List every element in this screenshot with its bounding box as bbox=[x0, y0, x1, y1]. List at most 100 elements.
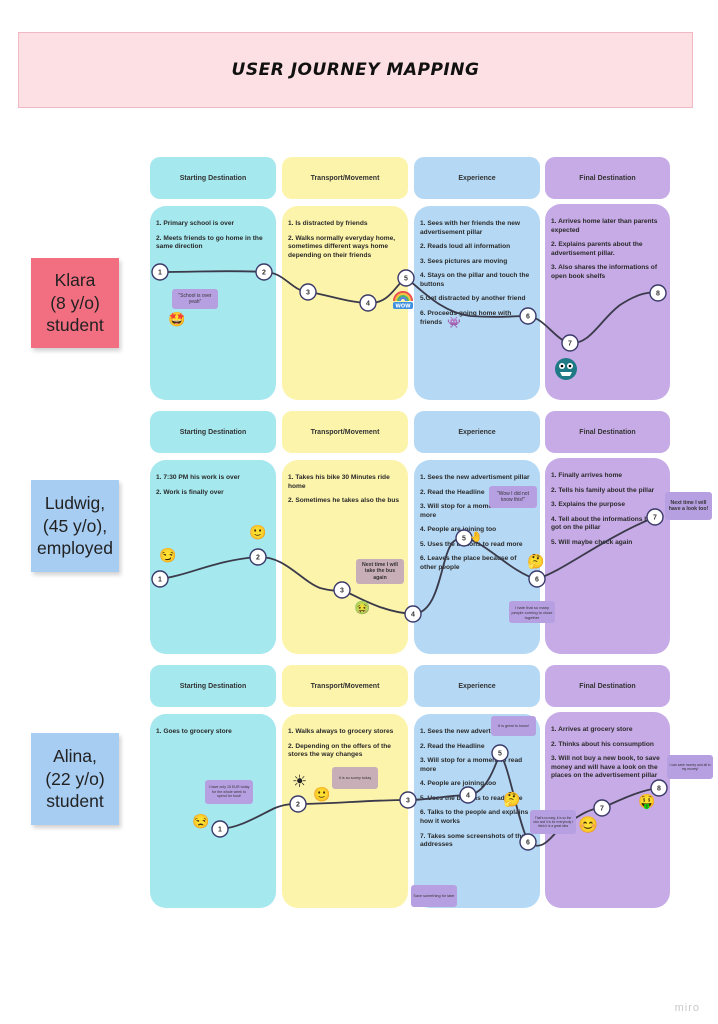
svg-text:5: 5 bbox=[462, 536, 466, 543]
journey-step-node: 5 bbox=[397, 269, 415, 287]
alina-start-panel: 1. Goes to grocery store bbox=[150, 714, 276, 908]
svg-text:6: 6 bbox=[526, 314, 530, 321]
hand-emoji-icon: 🤚 bbox=[470, 532, 483, 543]
smile-emoji-icon: 🙂 bbox=[313, 786, 331, 802]
speech-bubble: Save something for later bbox=[411, 885, 457, 907]
svg-text:5: 5 bbox=[404, 276, 408, 283]
step-text: 2. Read the Headline bbox=[420, 488, 485, 496]
journey-step-node: 5 bbox=[455, 529, 473, 547]
journey-step-node: 5 bbox=[491, 744, 509, 762]
sun-icon: ☀ bbox=[292, 772, 308, 791]
step-text: 2. Explains parents about the advertisem… bbox=[551, 241, 643, 257]
journey-step-node: 3 bbox=[299, 283, 317, 301]
alina-experience-panel: 1. Sees the new advertisement pillar 2. … bbox=[414, 714, 540, 908]
speech-bubble: Next time I will take the bus again bbox=[356, 559, 404, 584]
column-header-transport: Transport/Movement bbox=[282, 411, 408, 453]
journey-step-node: 2 bbox=[289, 795, 307, 813]
alina-transport-panel: 1. Walks always to grocery stores 2. Dep… bbox=[282, 714, 408, 908]
speech-bubble: "Wow I did not know this!" bbox=[489, 486, 537, 508]
speech-bubble: I can save money and all in my money! bbox=[667, 755, 713, 779]
ludwig-transport-panel: 1. Takes his bike 30 Minutes ride home 2… bbox=[282, 460, 408, 654]
step-text: 1. Walks always to grocery stores bbox=[288, 728, 394, 735]
thinking-emoji-icon: 🤔 bbox=[503, 791, 521, 807]
column-header-final: Final Destination bbox=[545, 157, 670, 199]
step-text: 5. Uses the buttons to read more bbox=[420, 540, 523, 548]
step-text: 5.Get distracted by another friend bbox=[420, 295, 526, 303]
step-text: 6. Talks to the people and explains how … bbox=[420, 809, 529, 825]
ludwig-journey-line bbox=[159, 516, 656, 615]
svg-text:7: 7 bbox=[653, 515, 657, 522]
svg-text:1: 1 bbox=[158, 577, 162, 584]
column-header-experience: Experience bbox=[414, 411, 540, 453]
journey-step-node: 3 bbox=[399, 791, 417, 809]
step-text: 3. Will stop for a moment to read more bbox=[420, 757, 523, 773]
journey-step-node: 4 bbox=[459, 786, 477, 804]
step-text: 1. Arrives home later than parents expec… bbox=[551, 218, 658, 234]
journey-step-node: 7 bbox=[646, 508, 664, 526]
step-text: 3. Will stop for a moment to read more bbox=[420, 503, 523, 519]
svg-text:WOW: WOW bbox=[395, 304, 411, 310]
step-text: 3. Also shares the informations of open … bbox=[551, 264, 658, 280]
column-header-start: Starting Destination bbox=[150, 411, 276, 453]
journey-step-node: 1 bbox=[151, 263, 169, 281]
journey-step-node: 6 bbox=[519, 833, 537, 851]
speech-bubble: I have only 15 EUR today for the whole w… bbox=[205, 780, 253, 804]
journey-step-node: 1 bbox=[211, 820, 229, 838]
step-text: 2. Thinks about his consumption bbox=[551, 740, 654, 748]
step-text: 2. Work is finally over bbox=[156, 488, 224, 496]
step-text: 1. Primary school is over bbox=[156, 220, 235, 227]
step-text: 3. Sees pictures are moving bbox=[420, 257, 508, 265]
money-face-emoji-icon: 🤑 bbox=[638, 793, 656, 809]
svg-text:2: 2 bbox=[262, 270, 266, 277]
step-text: 1. Finally arrives home bbox=[551, 472, 623, 479]
journey-step-node: 7 bbox=[593, 799, 611, 817]
step-text: 2. Read the Headline bbox=[420, 742, 485, 750]
step-text: 2. Sometimes he takes also the bus bbox=[288, 497, 400, 505]
step-text: 7. Takes some screenshots of the address… bbox=[420, 832, 526, 849]
step-text: 2. Tells his family about the pillar bbox=[551, 486, 655, 494]
journey-step-node: 2 bbox=[255, 263, 273, 281]
speech-bubble: I hate that so many people coming to clo… bbox=[509, 601, 555, 623]
svg-text:2: 2 bbox=[256, 555, 260, 562]
step-text: 3. Will not buy a new book, to save mone… bbox=[551, 755, 660, 780]
sick-emoji-icon: 🤢 bbox=[354, 600, 371, 615]
journey-step-node: 2 bbox=[249, 548, 267, 566]
journey-step-node: 3 bbox=[333, 581, 351, 599]
svg-text:3: 3 bbox=[340, 588, 344, 595]
step-text: 1. Is distracted by friends bbox=[288, 220, 368, 227]
persona-alina: Alina, (22 y/o) student bbox=[31, 733, 119, 825]
klara-experience-panel: 1. Sees with her friends the new adverti… bbox=[414, 206, 540, 400]
journey-step-node: 4 bbox=[404, 605, 422, 623]
speech-bubble: It is great to know! bbox=[491, 716, 536, 736]
journey-step-node: 8 bbox=[650, 779, 668, 797]
ghost-sticker-icon: 👾 bbox=[447, 317, 461, 329]
step-text: 2. Meets friends to go home in the same … bbox=[156, 234, 263, 251]
speech-bubble: It is so sunny today bbox=[332, 767, 378, 789]
svg-text:1: 1 bbox=[158, 270, 162, 277]
svg-text:4: 4 bbox=[366, 301, 370, 308]
journey-step-node: 8 bbox=[649, 284, 667, 302]
page-title: USER JOURNEY MAPPING bbox=[231, 60, 480, 80]
klara-transport-panel: 1. Is distracted by friends 2. Walks nor… bbox=[282, 206, 408, 400]
column-header-final: Final Destination bbox=[545, 411, 670, 453]
unamused-emoji-icon: 😒 bbox=[192, 813, 210, 829]
journey-step-node: 4 bbox=[359, 294, 377, 312]
title-banner bbox=[18, 32, 693, 108]
step-text: 1. Goes to grocery store bbox=[156, 728, 232, 735]
step-text: 1. Takes his bike 30 Minutes ride home bbox=[288, 474, 390, 490]
svg-text:4: 4 bbox=[466, 793, 470, 800]
klara-journey-line bbox=[159, 270, 659, 344]
step-text: 1. 7:30 PM his work is over bbox=[156, 474, 240, 481]
svg-text:4: 4 bbox=[411, 612, 415, 619]
step-text: 1. Sees the new advertisment pillar bbox=[420, 474, 530, 481]
smirk-emoji-icon: 😏 bbox=[159, 547, 177, 563]
step-text: 2. Walks normally everyday home, sometim… bbox=[288, 234, 396, 259]
column-header-final: Final Destination bbox=[545, 665, 670, 707]
journey-step-node: 6 bbox=[528, 570, 546, 588]
step-text: 2. Reads loud all information bbox=[420, 243, 511, 251]
column-header-start: Starting Destination bbox=[150, 665, 276, 707]
step-text: 5. Will maybe check again bbox=[551, 538, 633, 546]
svg-text:5: 5 bbox=[498, 751, 502, 758]
svg-text:8: 8 bbox=[656, 291, 660, 298]
step-text: 4. People are joining too bbox=[420, 780, 497, 788]
